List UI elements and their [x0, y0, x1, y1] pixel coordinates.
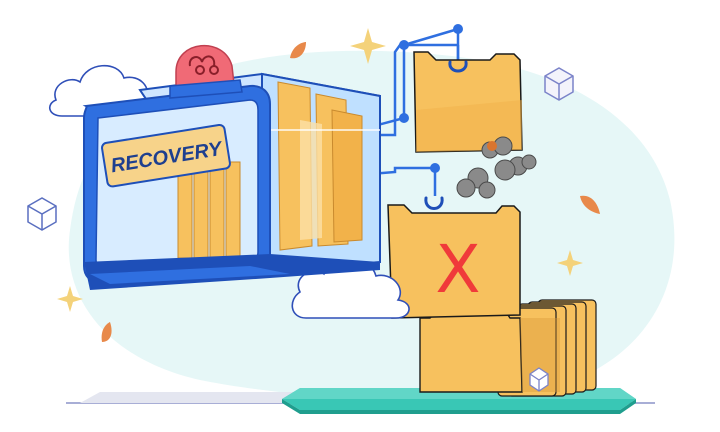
crane-hook-icon — [424, 196, 444, 210]
cube-icon — [544, 67, 574, 101]
machine-shadow — [80, 392, 330, 403]
leaf-icon — [101, 322, 112, 342]
sparkle-icon — [57, 286, 83, 312]
machine-front-folders — [177, 161, 241, 259]
leaf-icon — [290, 42, 306, 59]
beacon-light-icon — [169, 44, 243, 99]
crane-joint — [430, 163, 440, 173]
hanging-folder-failed: X — [387, 196, 521, 319]
cube-icon — [27, 197, 57, 231]
machine-label-plate: RECOVERY — [101, 123, 231, 188]
crane-hook-icon — [448, 60, 468, 73]
cube-icon — [529, 367, 549, 392]
sparkle-icon — [557, 250, 583, 276]
recovery-machine: RECOVERY — [82, 72, 381, 290]
folder-icon — [419, 311, 523, 393]
machine-folders — [277, 81, 363, 251]
error-x-mark: X — [435, 231, 480, 308]
hanging-folder-top — [413, 51, 523, 153]
sparkle-icon — [350, 28, 386, 64]
leaf-icon — [580, 195, 600, 214]
